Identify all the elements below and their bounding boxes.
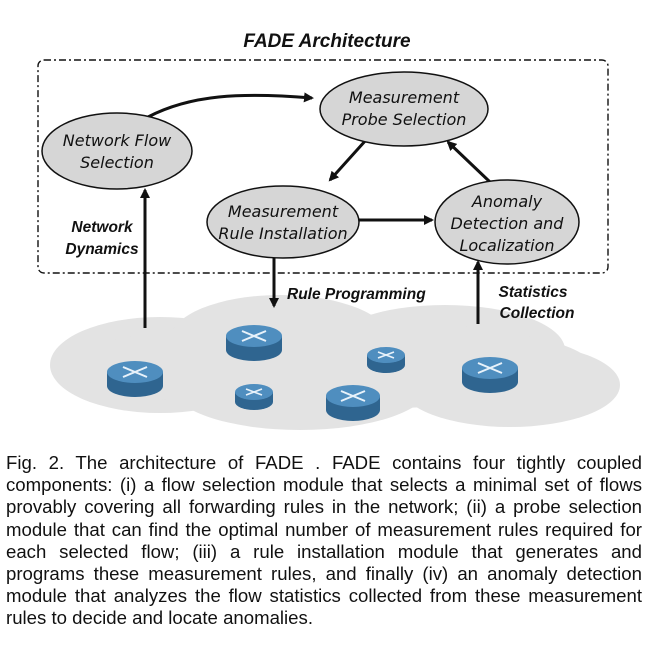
node-label-line: Measurement bbox=[349, 88, 460, 107]
label-rule-programming: Rule Programming bbox=[287, 286, 426, 303]
node-measurement-probe-selection: Measurement Probe Selection bbox=[319, 71, 489, 147]
label-network-dynamics-line2: Dynamics bbox=[65, 241, 139, 258]
diagram-title: FADE Architecture bbox=[243, 31, 411, 52]
arrow-flow-to-probe bbox=[147, 92, 314, 119]
router-4 bbox=[235, 384, 273, 410]
node-label-line: Rule Installation bbox=[218, 224, 347, 243]
figure-caption: Fig. 2. The architecture of FADE . FADE … bbox=[6, 452, 642, 629]
architecture-boundary bbox=[37, 59, 609, 274]
router-2 bbox=[226, 325, 282, 361]
node-network-flow-selection: Network Flow Selection bbox=[41, 112, 193, 190]
label-statistics-collection-line2: Collection bbox=[500, 305, 575, 322]
node-label-line: Measurement bbox=[228, 202, 339, 221]
node-label-line: Localization bbox=[459, 236, 554, 255]
node-label-line: Detection and bbox=[451, 214, 565, 233]
router-6 bbox=[462, 357, 518, 393]
arrow-probe-to-rule bbox=[328, 138, 368, 182]
node-label-line: Probe Selection bbox=[342, 110, 467, 129]
arrow-anomaly-to-probe bbox=[446, 140, 492, 184]
node-label-line: Network Flow bbox=[63, 131, 172, 150]
node-label-line: Anomaly bbox=[471, 192, 543, 211]
node-anomaly-detection: Anomaly Detection and Localization bbox=[434, 179, 580, 265]
flow-arrows bbox=[140, 92, 492, 328]
node-label-line: Selection bbox=[80, 153, 154, 172]
router-5 bbox=[326, 385, 380, 421]
label-statistics-collection-line1: Statistics bbox=[499, 284, 568, 301]
node-measurement-rule-installation: Measurement Rule Installation bbox=[206, 185, 360, 259]
router-3 bbox=[367, 347, 405, 373]
label-network-dynamics-line1: Network bbox=[71, 219, 134, 236]
router-1 bbox=[107, 361, 163, 397]
architecture-diagram: FADE Architecture bbox=[37, 31, 620, 430]
